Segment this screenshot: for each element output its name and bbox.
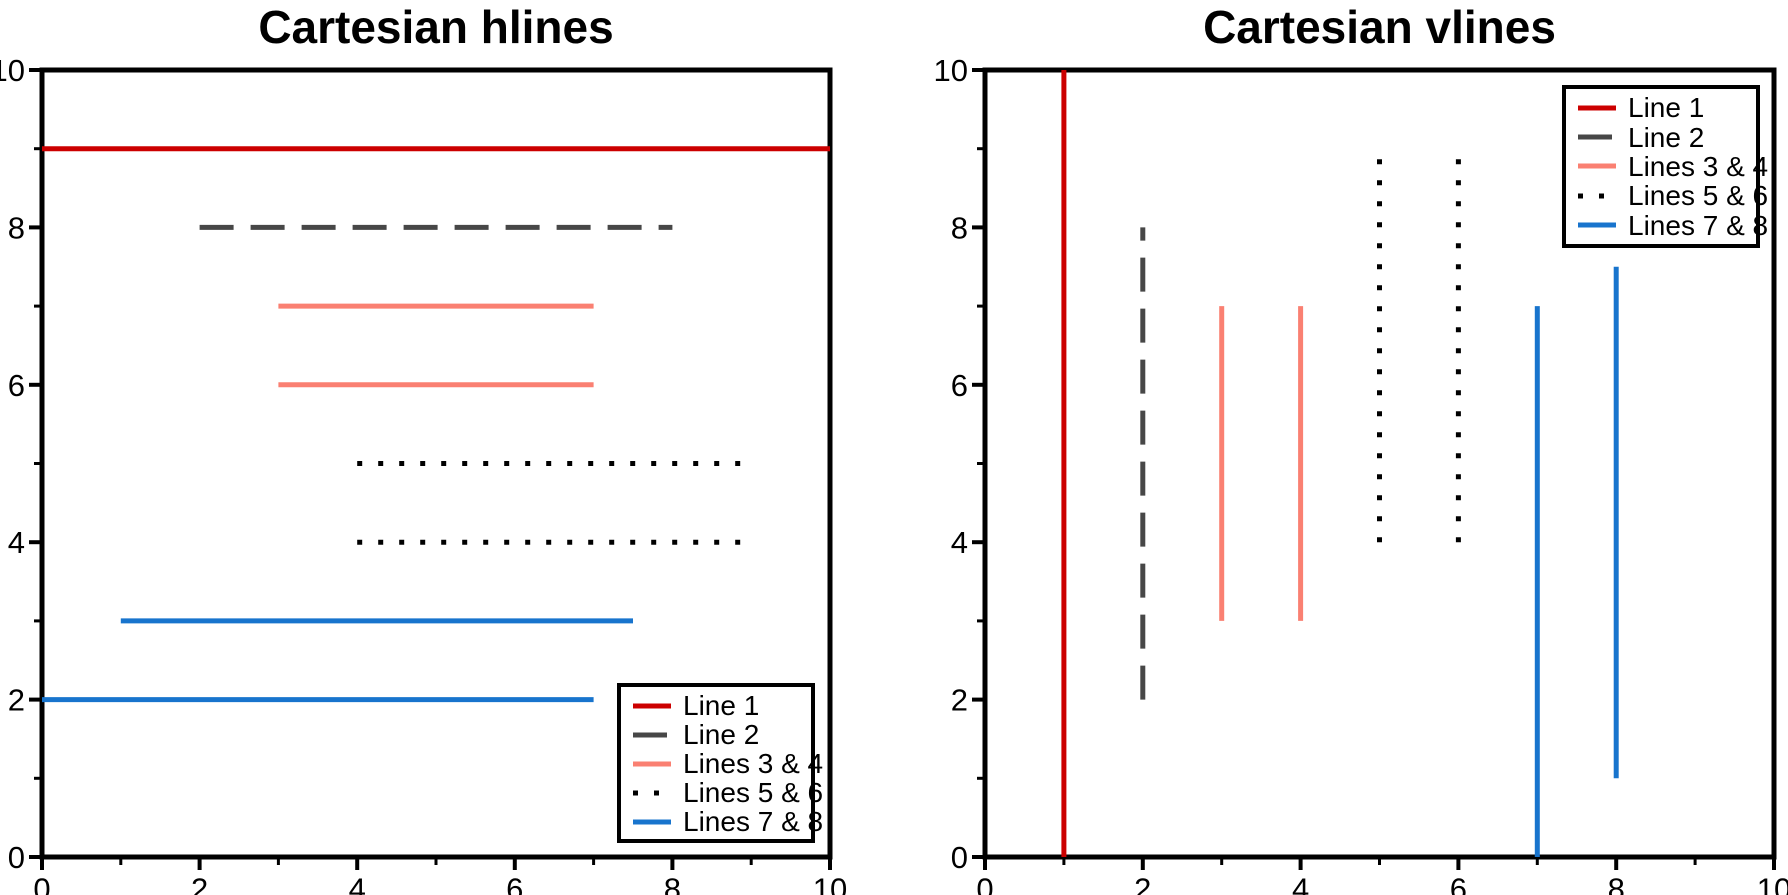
- legend-entry: Line 1: [1578, 93, 1750, 122]
- legend-label: Lines 3 & 4: [683, 748, 824, 779]
- x-axis-tick-label: 10: [1757, 872, 1788, 895]
- legend-label: Lines 5 & 6: [683, 777, 824, 808]
- x-axis-tick-label: 0: [33, 872, 50, 895]
- legend-label: Line 1: [683, 690, 760, 721]
- legend-swatch-solid: [633, 703, 671, 708]
- legend-label: Line 2: [683, 719, 760, 750]
- legend-label: Lines 3 & 4: [1628, 150, 1769, 182]
- legend-swatch-solid: [633, 819, 671, 824]
- x-axis-tick-label: 8: [1608, 872, 1625, 895]
- legend-swatch-solid: [1578, 105, 1616, 111]
- y-axis-tick-label: 4: [951, 525, 968, 560]
- legend-entry: Lines 3 & 4: [633, 749, 823, 778]
- legend-swatch-solid: [633, 761, 671, 766]
- legend-entry: Line 2: [1578, 123, 1750, 152]
- legend-swatch-dotted: [633, 790, 671, 795]
- y-axis-tick-label: 8: [8, 210, 25, 245]
- legend-entry: Line 1: [633, 691, 805, 720]
- hlines-plot: 0 2 4 6 8 10 0 2 4 6 8 10: [0, 53, 847, 895]
- y-axis-tick-label: 8: [951, 210, 968, 245]
- y-axis-tick-label: 4: [8, 525, 25, 560]
- legend-entry: Lines 7 & 8: [1578, 211, 1768, 240]
- y-axis-tick-label: 0: [8, 840, 25, 875]
- legend-swatch-dotted: [1578, 193, 1616, 199]
- y-axis-tick-label: 0: [951, 840, 968, 875]
- y-axis-tick-label: 10: [934, 53, 968, 88]
- legend-swatch-solid: [1578, 222, 1616, 228]
- y-axis-tick-label: 2: [8, 683, 25, 718]
- x-axis-tick-label: 2: [191, 872, 208, 895]
- legend-label: Lines 7 & 8: [1628, 209, 1769, 241]
- x-axis-tick-label: 0: [976, 872, 993, 895]
- legend-entry: Lines 5 & 6: [633, 778, 823, 807]
- legend-label: Lines 7 & 8: [683, 806, 824, 837]
- legend-swatch-dashed: [633, 732, 671, 737]
- legend-swatch-solid: [1578, 163, 1616, 169]
- legend-label: Line 2: [1628, 121, 1705, 153]
- legend-entry: Lines 3 & 4: [1578, 152, 1768, 181]
- x-axis-tick-label: 6: [506, 872, 523, 895]
- legend-entry: Lines 5 & 6: [1578, 181, 1768, 210]
- legend-entry: Lines 7 & 8: [633, 807, 823, 836]
- y-axis-tick-label: 6: [8, 368, 25, 403]
- y-axis-tick-label: 2: [951, 683, 968, 718]
- legend-swatch-dashed: [1578, 134, 1616, 140]
- legend-label: Lines 5 & 6: [1628, 180, 1769, 212]
- x-axis-tick-label: 2: [1134, 872, 1151, 895]
- x-axis-tick-label: 4: [1292, 872, 1309, 895]
- x-axis-tick-label: 6: [1450, 872, 1467, 895]
- x-axis-tick-label: 8: [664, 872, 681, 895]
- y-axis-tick-label: 6: [951, 368, 968, 403]
- x-axis-tick-label: 4: [349, 872, 366, 895]
- hlines-plot-title: Cartesian hlines: [258, 1, 614, 53]
- vlines-plot-title: Cartesian vlines: [1203, 1, 1556, 53]
- x-axis-tick-label: 10: [813, 872, 847, 895]
- y-axis-tick-label: 10: [0, 53, 25, 88]
- vlines-plot: 0 2 4 6 8 10 0 2 4 6 8 10: [934, 53, 1788, 895]
- legend-entry: Line 2: [633, 720, 805, 749]
- legend-label: Line 1: [1628, 92, 1705, 124]
